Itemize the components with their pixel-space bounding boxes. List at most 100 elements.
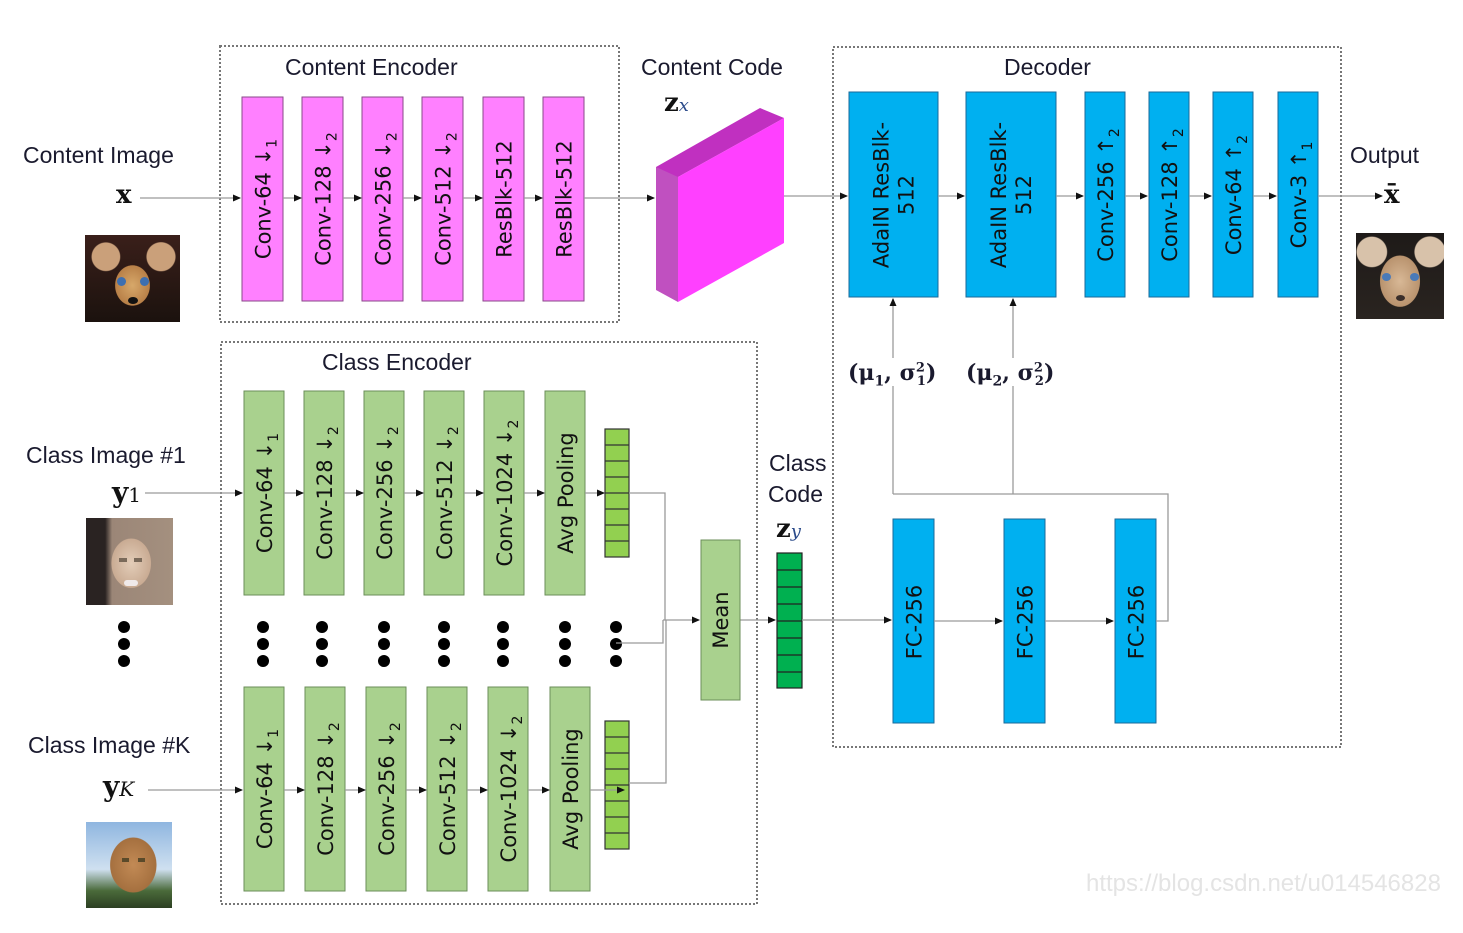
output-title: Output [1350,142,1420,168]
class-encoder-frame [220,341,758,905]
class-encoder-1-block-6: Avg Pooling [544,390,586,596]
class-encoder-k-block-5: Conv-1024 ↓2 [487,686,529,892]
ellipsis-column-5 [497,621,509,667]
content-encoder-block-3-label: Conv-256 ↓2 [372,132,401,266]
class-encoder-k-block-4: Conv-512 ↓2 [426,686,468,892]
class-encoder-k-block-5-label: Conv-1024 ↓2 [497,716,526,863]
content-encoder-title: Content Encoder [285,54,458,80]
watermark: https://blog.csdn.net/u014546828 [1086,870,1441,897]
content-encoder-block-2-label: Conv-128 ↓2 [312,132,341,266]
adain-resblk-2-line1: AdaIN ResBlk- [987,122,1011,268]
ellipsis-column-3 [378,621,390,667]
content-encoder-block-5: ResBlk-512 [482,96,525,302]
ellipsis-column-6 [559,621,571,667]
content-encoder-frame [219,45,620,323]
decoder-frame [832,46,1342,748]
class-encoder-1-block-1-label: Conv-64 ↓1 [253,433,282,553]
fc-block-1: FC-256 [892,518,935,724]
class-code-title-line2: Code [768,481,823,507]
adain-resblk-2-line2: 512 [1012,175,1036,215]
content-encoder-block-4-label: Conv-512 ↓2 [432,132,461,266]
content-image-title: Content Image [23,142,174,168]
decoder-upconv-block-3: Conv-64 ↑2 [1212,91,1254,298]
content-encoder-block-6-label: ResBlk-512 [553,140,577,258]
content-image-symbol: x [116,180,132,210]
output-symbol: x̄ [1384,180,1400,210]
ellipsis-column-7 [610,621,622,667]
content-code-title: Content Code [641,54,783,80]
decoder-upconv-block-1-label: Conv-256 ↑2 [1094,128,1123,262]
class-encoder-k-block-1: Conv-64 ↓1 [243,686,285,892]
content-encoder-block-1-label: Conv-64 ↓1 [252,139,281,259]
fc-block-3: FC-256 [1114,518,1157,724]
class-encoder-k-block-2: Conv-128 ↓2 [304,686,346,892]
line-ellipsis-to-mean [616,620,664,644]
class-image-1-title: Class Image #1 [26,442,186,468]
mean-block: Mean [700,539,741,701]
class-code-vector [776,552,803,689]
class-feature-vector-k [604,720,630,850]
class-image-1-symbol: y1 [112,476,142,509]
decoder-title: Decoder [1004,54,1091,80]
class-image-1-cougar-photo [86,518,173,605]
class-encoder-1-block-2-label: Conv-128 ↓2 [313,426,342,560]
mean-label: Mean [709,591,733,648]
class-image-k-cougar-photo [86,822,172,908]
class-encoder-1-block-5: Conv-1024 ↓2 [483,390,525,596]
decoder-upconv-block-4: Conv-3 ↑1 [1277,91,1319,298]
class-encoder-1-block-3-label: Conv-256 ↓2 [373,426,402,560]
fc-block-2-label: FC-256 [1014,585,1038,659]
line-fc-out [893,493,1169,622]
class-encoder-k-block-3: Conv-256 ↓2 [365,686,407,892]
class-code-symbol: zy [776,514,801,544]
ellipsis-column-2 [316,621,328,667]
adain-resblk-1-line1: AdaIN ResBlk- [870,122,894,268]
class-encoder-1-block-1: Conv-64 ↓1 [243,390,285,596]
fc-block-2: FC-256 [1003,518,1046,724]
line-class1-to-mean [629,492,666,620]
line-classk-to-mean [629,620,667,784]
decoder-upconv-block-1: Conv-256 ↑2 [1084,91,1126,298]
adain-params-1: (μ1, σ21) [848,360,937,390]
class-encoder-k-block-3-label: Conv-256 ↓2 [375,722,404,856]
ellipsis-column-1 [257,621,269,667]
decoder-upconv-block-2: Conv-128 ↑2 [1148,91,1190,298]
content-code-symbol: zx [664,88,689,118]
class-encoder-k-block-6-label: Avg Pooling [559,728,583,850]
class-encoder-1-block-6-label: Avg Pooling [554,432,578,554]
class-encoder-1-block-2: Conv-128 ↓2 [303,390,345,596]
class-encoder-1-block-3: Conv-256 ↓2 [363,390,405,596]
content-encoder-block-6: ResBlk-512 [542,96,585,302]
ellipsis-class-images [118,621,130,667]
decoder-upconv-block-2-label: Conv-128 ↑2 [1158,128,1187,262]
class-encoder-k-block-1-label: Conv-64 ↓1 [253,729,282,849]
decoder-upconv-block-4-label: Conv-3 ↑1 [1287,142,1316,249]
adain-resblk-2: AdaIN ResBlk-512 [965,91,1057,298]
class-feature-vector-1 [604,428,630,558]
class-encoder-1-block-4: Conv-512 ↓2 [423,390,465,596]
ellipsis-column-4 [438,621,450,667]
class-encoder-1-block-5-label: Conv-1024 ↓2 [493,420,522,567]
class-encoder-1-block-4-label: Conv-512 ↓2 [433,426,462,560]
fc-block-1-label: FC-256 [903,585,927,659]
content-image-dog-photo [85,235,180,322]
class-encoder-title: Class Encoder [322,349,472,375]
class-code-title-line1: Class [769,450,827,476]
content-encoder-block-2: Conv-128 ↓2 [301,96,344,302]
content-encoder-block-1: Conv-64 ↓1 [241,96,284,302]
class-image-k-symbol: yK [103,770,135,803]
class-encoder-k-block-6: Avg Pooling [549,686,591,892]
class-encoder-k-block-2-label: Conv-128 ↓2 [314,722,343,856]
adain-resblk-1: AdaIN ResBlk-512 [848,91,939,298]
fc-block-3-label: FC-256 [1125,585,1149,659]
content-encoder-block-5-label: ResBlk-512 [493,140,517,258]
adain-resblk-1-line2: 512 [895,175,919,215]
output-lion-photo [1356,233,1444,319]
content-code-tensor [656,108,784,302]
content-encoder-block-3: Conv-256 ↓2 [361,96,404,302]
decoder-upconv-block-3-label: Conv-64 ↑2 [1222,135,1251,255]
content-encoder-block-4: Conv-512 ↓2 [421,96,464,302]
adain-params-2: (μ2, σ22) [966,360,1055,390]
class-image-k-title: Class Image #K [28,732,191,758]
